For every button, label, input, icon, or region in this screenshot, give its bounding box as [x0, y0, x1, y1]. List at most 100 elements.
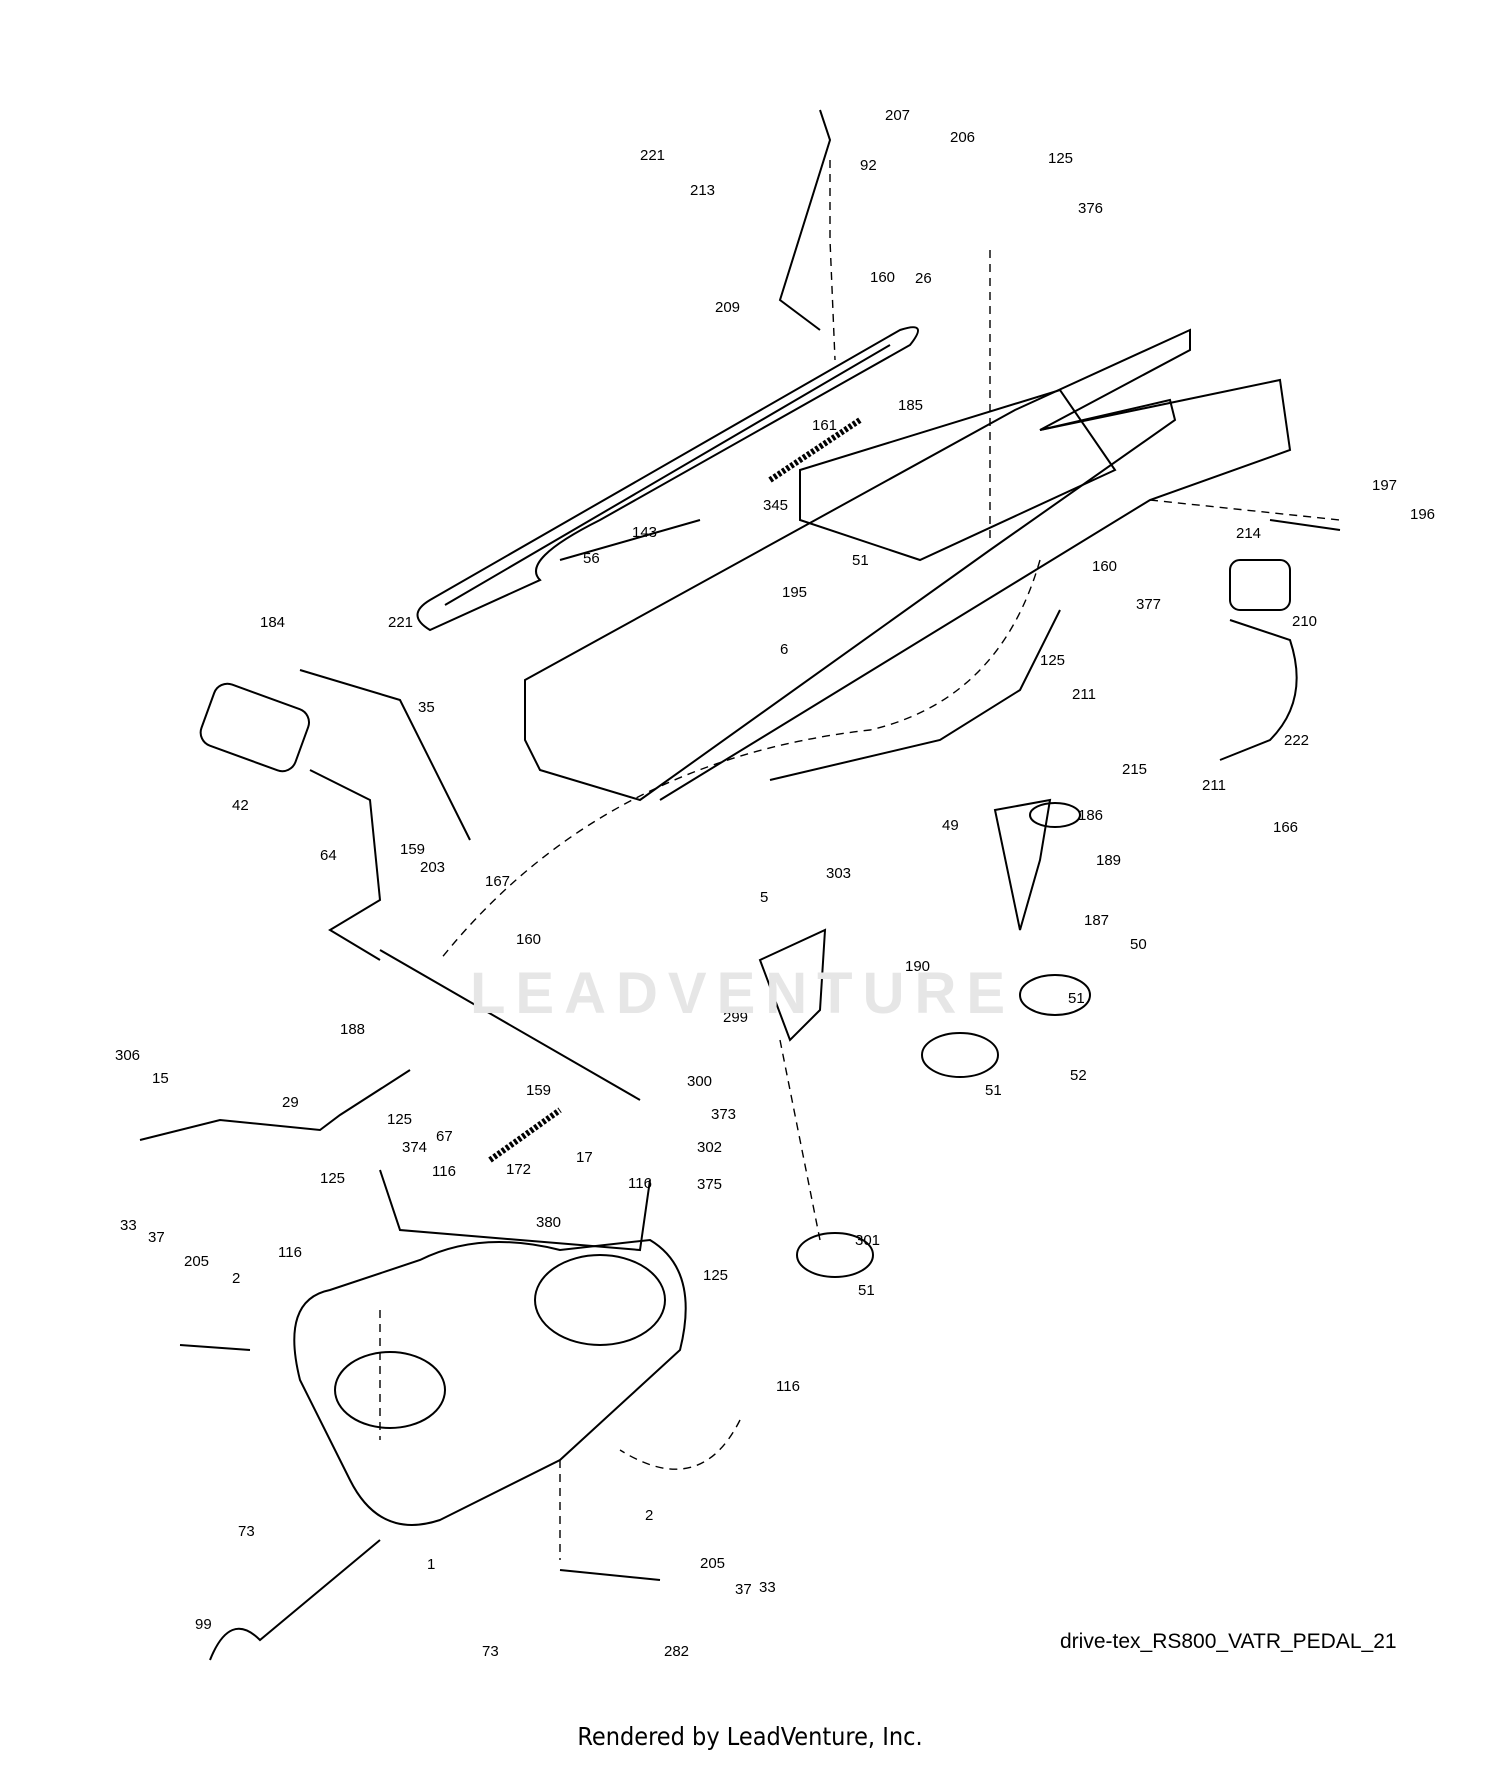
pulley-186 — [1029, 802, 1081, 828]
linkage-214 — [1269, 519, 1341, 531]
callout-306: 306 — [115, 1047, 140, 1064]
callout-51: 51 — [985, 1082, 1002, 1099]
input-pulley — [534, 1254, 666, 1346]
callout-188: 188 — [340, 1021, 365, 1038]
rod-29 — [139, 1069, 411, 1141]
callout-215: 215 — [1122, 761, 1147, 778]
callout-221: 221 — [388, 614, 413, 631]
pedal-arm-64 — [309, 769, 382, 961]
callout-56: 56 — [583, 550, 600, 567]
callout-190: 190 — [905, 958, 930, 975]
callout-73: 73 — [238, 1523, 255, 1540]
callout-159: 159 — [400, 841, 425, 858]
callout-116: 116 — [432, 1163, 456, 1180]
transaxle-body — [293, 1238, 687, 1526]
callout-33: 33 — [120, 1217, 137, 1234]
frame-plate — [799, 388, 1117, 562]
spring-99 — [209, 1539, 381, 1661]
frame-rail — [524, 328, 1191, 802]
callout-221: 221 — [640, 147, 665, 164]
callout-213: 213 — [690, 182, 715, 199]
callout-42: 42 — [232, 797, 249, 814]
callout-195: 195 — [782, 584, 807, 601]
callout-205: 205 — [184, 1253, 209, 1270]
callout-303: 303 — [826, 865, 851, 882]
callout-29: 29 — [282, 1094, 299, 1111]
callout-143: 143 — [632, 524, 657, 541]
callout-116: 116 — [776, 1378, 800, 1395]
axle-right — [559, 1569, 661, 1581]
rod-35 — [299, 669, 471, 841]
callout-196: 196 — [1410, 506, 1435, 523]
callout-375: 375 — [697, 1176, 722, 1193]
callout-374: 374 — [402, 1139, 427, 1156]
callout-50: 50 — [1130, 936, 1147, 953]
callout-33: 33 — [759, 1579, 776, 1596]
callout-51: 51 — [858, 1282, 875, 1299]
callout-203: 203 — [420, 859, 445, 876]
bracket-299 — [758, 928, 827, 1042]
pulley-50 — [1019, 974, 1091, 1016]
callout-210: 210 — [1292, 613, 1317, 630]
callout-37: 37 — [148, 1229, 165, 1246]
callout-211: 211 — [1072, 686, 1096, 703]
callout-282: 282 — [664, 1643, 689, 1660]
callout-125: 125 — [1040, 652, 1065, 669]
bracket-172 — [379, 1169, 651, 1252]
cross-shaft — [379, 949, 641, 1101]
callout-160: 160 — [1092, 558, 1117, 575]
callout-73: 73 — [482, 1643, 499, 1660]
callout-6: 6 — [780, 641, 788, 658]
pedal-arm — [1219, 619, 1298, 761]
callout-2: 2 — [645, 1507, 653, 1524]
callout-35: 35 — [418, 699, 435, 716]
callout-214: 214 — [1236, 525, 1261, 542]
shift-rod — [778, 109, 832, 331]
callout-1: 1 — [427, 1556, 435, 1573]
callout-185: 185 — [898, 397, 923, 414]
callout-67: 67 — [436, 1128, 453, 1145]
callout-125: 125 — [320, 1170, 345, 1187]
spring-17 — [488, 1107, 562, 1163]
pedal-pad — [1229, 559, 1291, 611]
callout-99: 99 — [195, 1616, 212, 1633]
callout-380: 380 — [536, 1214, 561, 1231]
drive-belt-inner — [444, 344, 891, 606]
callout-49: 49 — [942, 817, 959, 834]
callout-125: 125 — [703, 1267, 728, 1284]
dashed-guides — [379, 160, 1341, 1560]
callout-52: 52 — [1070, 1067, 1087, 1084]
callout-167: 167 — [485, 873, 510, 890]
callout-5: 5 — [760, 889, 768, 906]
callout-125: 125 — [387, 1111, 412, 1128]
callout-187: 187 — [1084, 912, 1109, 929]
fan-pulley — [334, 1351, 446, 1429]
callout-160: 160 — [516, 931, 541, 948]
watermark: LEADVENTURE — [470, 961, 1016, 1026]
callout-161: 161 — [812, 417, 837, 434]
callout-2: 2 — [232, 1270, 240, 1287]
brake-pedal-pad — [199, 682, 310, 773]
callout-299: 299 — [723, 1009, 748, 1026]
callout-116: 116 — [278, 1244, 302, 1261]
callout-377: 377 — [1136, 596, 1161, 613]
callout-17: 17 — [576, 1149, 593, 1166]
callout-211: 211 — [1202, 777, 1226, 794]
callout-125: 125 — [1048, 150, 1073, 167]
callout-64: 64 — [320, 847, 337, 864]
callout-92: 92 — [860, 157, 877, 174]
callout-301: 301 — [855, 1232, 880, 1249]
pulley-52 — [921, 1032, 999, 1078]
spring-161 — [768, 417, 862, 483]
pulley-301 — [796, 1232, 874, 1278]
callout-373: 373 — [711, 1106, 736, 1123]
callout-15: 15 — [152, 1070, 169, 1087]
callout-300: 300 — [687, 1073, 712, 1090]
callout-207: 207 — [885, 107, 910, 124]
callout-186: 186 — [1078, 807, 1103, 824]
drive-belt — [416, 326, 919, 632]
render-credit: Rendered by LeadVenture, Inc. — [577, 1722, 923, 1751]
